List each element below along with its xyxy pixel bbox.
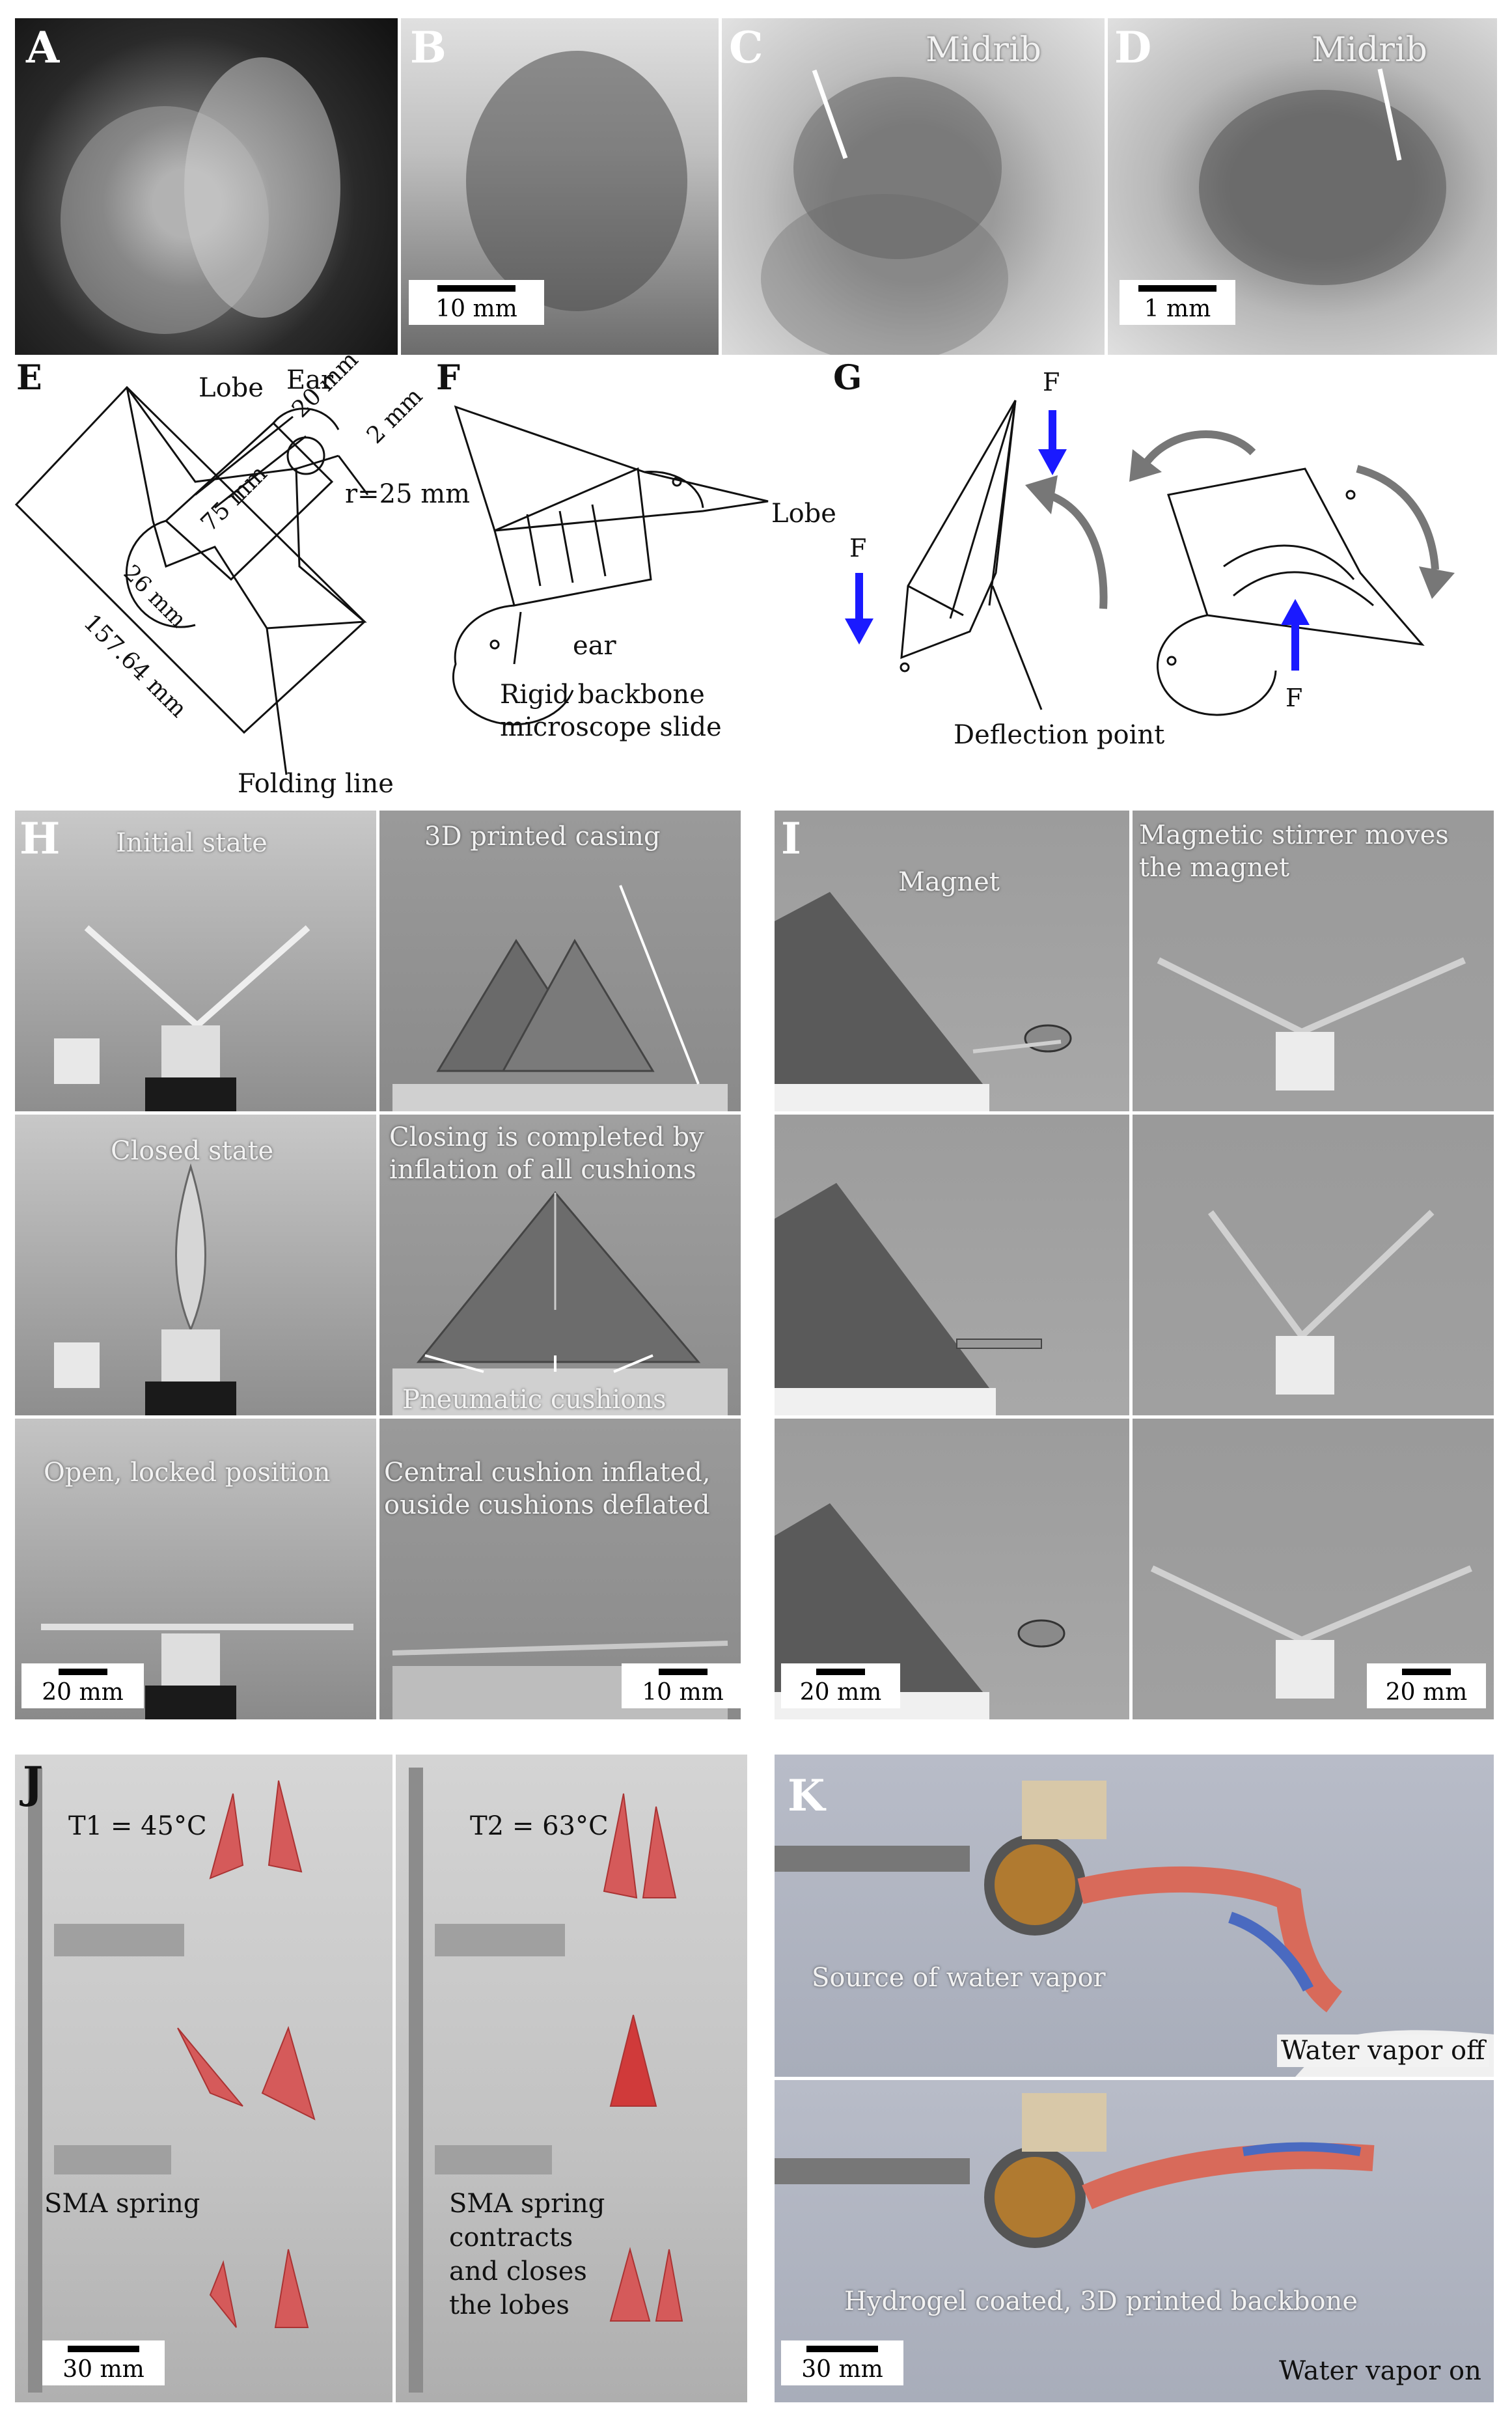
panel-h-casing-label: 3D printed casing [424, 822, 661, 852]
panel-e-diagram [14, 385, 369, 775]
panel-h-open-locked-label: Open, locked position [44, 1458, 331, 1488]
panel-h-scale-bar-left: 20 mm [21, 1663, 144, 1708]
panel-j-sma-line2: contracts [449, 2223, 573, 2253]
panel-h-closed-photo [15, 1115, 376, 1415]
rotation-arrows [1046, 430, 1439, 609]
panel-label-a: A [26, 22, 60, 73]
panel-f-diagram [452, 405, 769, 726]
panel-f-backbone-line2: microscope slide [500, 712, 722, 742]
panel-i-bottom-left-photo [775, 1419, 1129, 1719]
panel-i-stirrer-line2: the magnet [1139, 853, 1290, 883]
panel-d-scale-label: 1 mm [1144, 296, 1211, 322]
panel-h-central-line1: Central cushion inflated, [384, 1458, 711, 1488]
panel-j-sma-label: SMA spring [44, 2189, 200, 2219]
panel-k-bottom-photo [775, 2080, 1494, 2402]
panel-k-scale-label: 30 mm [801, 2356, 883, 2383]
panel-j-right-photo [396, 1755, 747, 2402]
panel-k-source-label: Source of water vapor [812, 1963, 1106, 1993]
venus-flytrap-illustration [61, 57, 340, 334]
rotation-arrowheads [1025, 449, 1455, 599]
panel-i-scale-bar-right: 20 mm [1367, 1663, 1486, 1708]
panel-e-ear-label: Ear [286, 365, 334, 395]
panel-h-scale-right-label: 10 mm [642, 1679, 724, 1706]
panel-label-d: D [1114, 22, 1152, 73]
flytrap-closed-illustration [466, 51, 687, 311]
panel-e-lobe-label: Lobe [199, 373, 264, 403]
panel-j-t1-label: T1 = 45°C [68, 1811, 207, 1841]
panel-j-t2-label: T2 = 63°C [470, 1811, 609, 1841]
panel-b-scale-label: 10 mm [435, 296, 517, 322]
panel-j-scale-label: 30 mm [62, 2356, 144, 2383]
panel-f-ear-label: ear [573, 631, 616, 661]
panel-h-central-line2: ouside cushions deflated [384, 1490, 710, 1520]
panel-label-i: I [781, 813, 801, 864]
panel-i-magnet-photo [775, 811, 1129, 1111]
panel-label-e: E [16, 358, 42, 398]
panel-j-sma-line3: and closes [449, 2256, 587, 2286]
panel-i-stirrer-line1: Magnetic stirrer moves [1139, 820, 1449, 850]
panel-label-k: K [788, 1770, 825, 1821]
panel-h-initial-photo [15, 811, 376, 1111]
panel-i-stirrer-photo [1133, 811, 1494, 1111]
panel-i-scale-bar-left: 20 mm [781, 1663, 900, 1708]
panel-k-vapor-off-label: Water vapor off [1277, 2034, 1489, 2067]
panel-h-initial-label: Initial state [116, 828, 268, 858]
panel-k-vapor-on-label: Water vapor on [1279, 2356, 1481, 2386]
panel-h-scale-left-label: 20 mm [42, 1679, 124, 1706]
panel-g-diagram [900, 400, 1425, 716]
panel-d-midrib-label: Midrib [1312, 31, 1427, 70]
panel-a-photo [15, 18, 398, 355]
panel-d-scale-bar: 1 mm [1120, 280, 1235, 325]
panel-b-scale-bar: 10 mm [409, 280, 544, 325]
diagram-row-efg [14, 385, 1455, 775]
panel-h-casing-photo [379, 811, 741, 1111]
panel-e-dim-r: r=25 mm [345, 479, 471, 509]
panel-e-folding-line-label: Folding line [238, 769, 394, 799]
panel-h-closing-photo [379, 1115, 741, 1415]
panel-k-scale-bar: 30 mm [781, 2340, 903, 2385]
panel-label-b: B [410, 22, 447, 73]
panel-i-scale-left-label: 20 mm [799, 1679, 882, 1706]
panel-i-mid-left-photo [775, 1115, 1129, 1415]
panel-k-top-photo [775, 1755, 1494, 2077]
panel-f-lobe-label: Lobe [771, 499, 836, 529]
panel-j-left-photo [15, 1755, 392, 2402]
force-arrow-down-icon [1038, 449, 1067, 475]
panel-label-g: G [833, 358, 862, 398]
panel-f-backbone-line1: Rigid backbone [500, 680, 705, 710]
force-arrow-up-icon [1281, 599, 1310, 625]
panel-i-magnet-label: Magnet [898, 867, 1000, 897]
panel-label-f: F [436, 358, 460, 398]
force-arrows [845, 410, 1310, 671]
force-label-1: F [1043, 368, 1060, 396]
force-arrow-down-icon-2 [845, 618, 873, 645]
panel-c-photo [722, 18, 1105, 355]
force-label-2: F [849, 534, 867, 562]
panel-label-h: H [20, 813, 61, 864]
panel-j-scale-bar: 30 mm [42, 2340, 165, 2385]
panel-label-j: J [23, 1757, 44, 1808]
panel-h-closed-label: Closed state [111, 1136, 274, 1166]
leaf-midrib-closed-illustration [1199, 68, 1446, 285]
panel-i-scale-right-label: 20 mm [1385, 1679, 1468, 1706]
leaf-midrib-illustration [761, 69, 1008, 355]
panel-j-sma-line4: the lobes [449, 2290, 570, 2320]
panel-h-closing-line2: inflation of all cushions [389, 1155, 696, 1185]
panel-k-hydrogel-label: Hydrogel coated, 3D printed backbone [844, 2286, 1358, 2316]
panel-c-midrib-label: Midrib [926, 31, 1041, 70]
panel-i-mid-right-photo [1133, 1115, 1494, 1415]
panel-h-closing-line1: Closing is completed by [389, 1122, 704, 1152]
panel-h-scale-bar-right: 10 mm [622, 1663, 744, 1708]
panel-label-c: C [729, 22, 763, 73]
panel-j-sma-line1: SMA spring [449, 2189, 605, 2219]
panel-h-cushions-label: Pneumatic cushions [402, 1385, 667, 1415]
panel-g-deflection-label: Deflection point [954, 720, 1165, 750]
force-label-3: F [1285, 684, 1303, 712]
